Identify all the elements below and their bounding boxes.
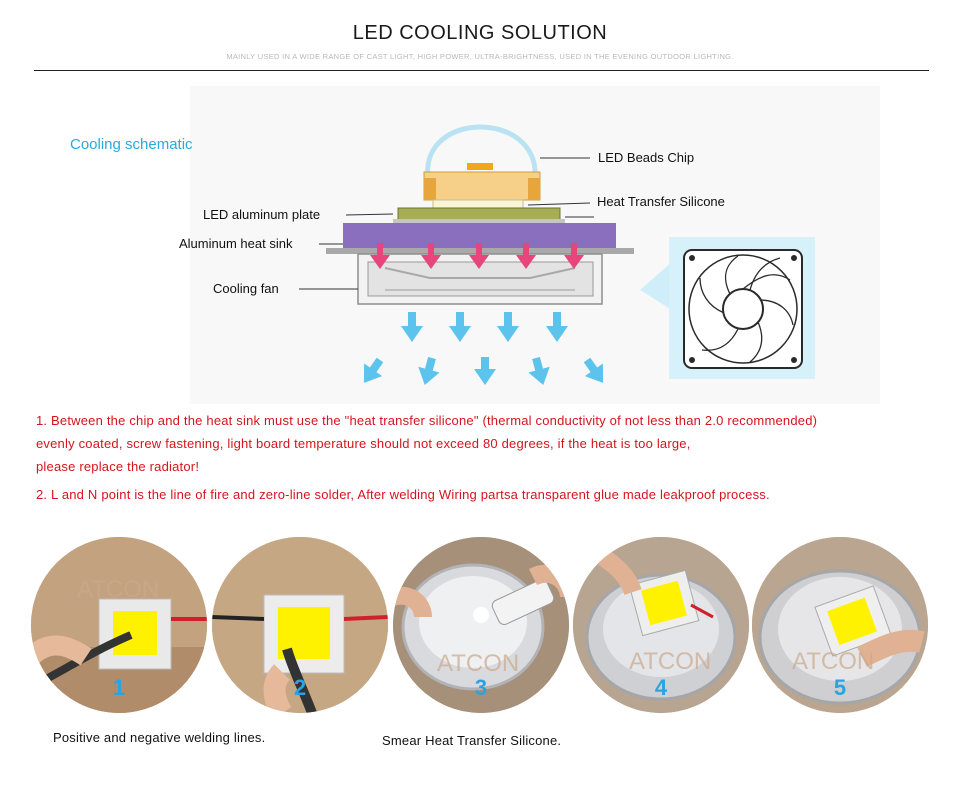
title-divider: [34, 70, 929, 71]
leader-aluminum-plate: [345, 213, 394, 216]
fan-inset-image: [669, 237, 815, 379]
heat-transfer-silicone-layer: [432, 199, 524, 209]
callout-heat-transfer-silicone: Heat Transfer Silicone: [597, 194, 725, 209]
light-dome: [425, 124, 538, 179]
step-photo-2: 2: [212, 537, 388, 713]
leader-silicone: [527, 202, 591, 206]
cooling-schematic-diagram: [299, 124, 815, 386]
step-number-4: 4: [654, 675, 668, 700]
caption-welding: Positive and negative welding lines.: [53, 730, 266, 745]
step-photo-4: ATCON 4: [573, 537, 749, 713]
heat-flow-arrows: [370, 243, 584, 269]
watermark-4: ATCON: [629, 648, 711, 675]
callout-aluminum-heat-sink: Aluminum heat sink: [179, 236, 293, 251]
led-chip-top: [467, 163, 493, 170]
step-number-5: 5: [833, 675, 847, 700]
note-heat-transfer-silicone: 1. Between the chip and the heat sink mu…: [36, 409, 946, 478]
step-photo-5: ATCON 5: [752, 537, 928, 713]
note1-line-1: 1. Between the chip and the heat sink mu…: [36, 413, 818, 428]
silicone-tube: [491, 579, 555, 625]
watermark-1: ATCON: [77, 576, 159, 603]
callout-cooling-fan: Cooling fan: [213, 281, 279, 296]
note1-line-2: evenly coated, screw fastening, light bo…: [36, 436, 691, 451]
step-number-1: 1: [112, 675, 126, 700]
step-number-2: 2: [293, 675, 307, 700]
airflow-arrows: [363, 312, 604, 386]
page-title: LED COOLING SOLUTION: [352, 22, 608, 44]
callout-led-beads-chip: LED Beads Chip: [598, 150, 695, 165]
step-number-3: 3: [474, 675, 488, 700]
led-chip-body: [423, 171, 541, 201]
cooling-fan-unit: [357, 253, 603, 305]
fan-inset-pointer: [640, 262, 672, 310]
note-wiring: 2. L and N point is the line of fire and…: [36, 487, 770, 502]
caption-silicone: Smear Heat Transfer Silicone.: [382, 733, 562, 748]
step-photo-3: ATCON 3: [393, 537, 569, 713]
led-aluminum-plate: [397, 207, 561, 221]
schematic-label: Cooling schematic: [70, 136, 193, 153]
page-subtitle: MAINLY USED IN A WIDE RANGE OF CAST LIGH…: [226, 52, 734, 61]
note1-line-3: please replace the radiator!: [36, 459, 200, 474]
watermark-5: ATCON: [792, 648, 874, 675]
step-photo-1: ATCON 1: [31, 537, 207, 713]
watermark-3: ATCON: [437, 650, 519, 677]
callout-led-aluminum-plate: LED aluminum plate: [203, 207, 321, 222]
